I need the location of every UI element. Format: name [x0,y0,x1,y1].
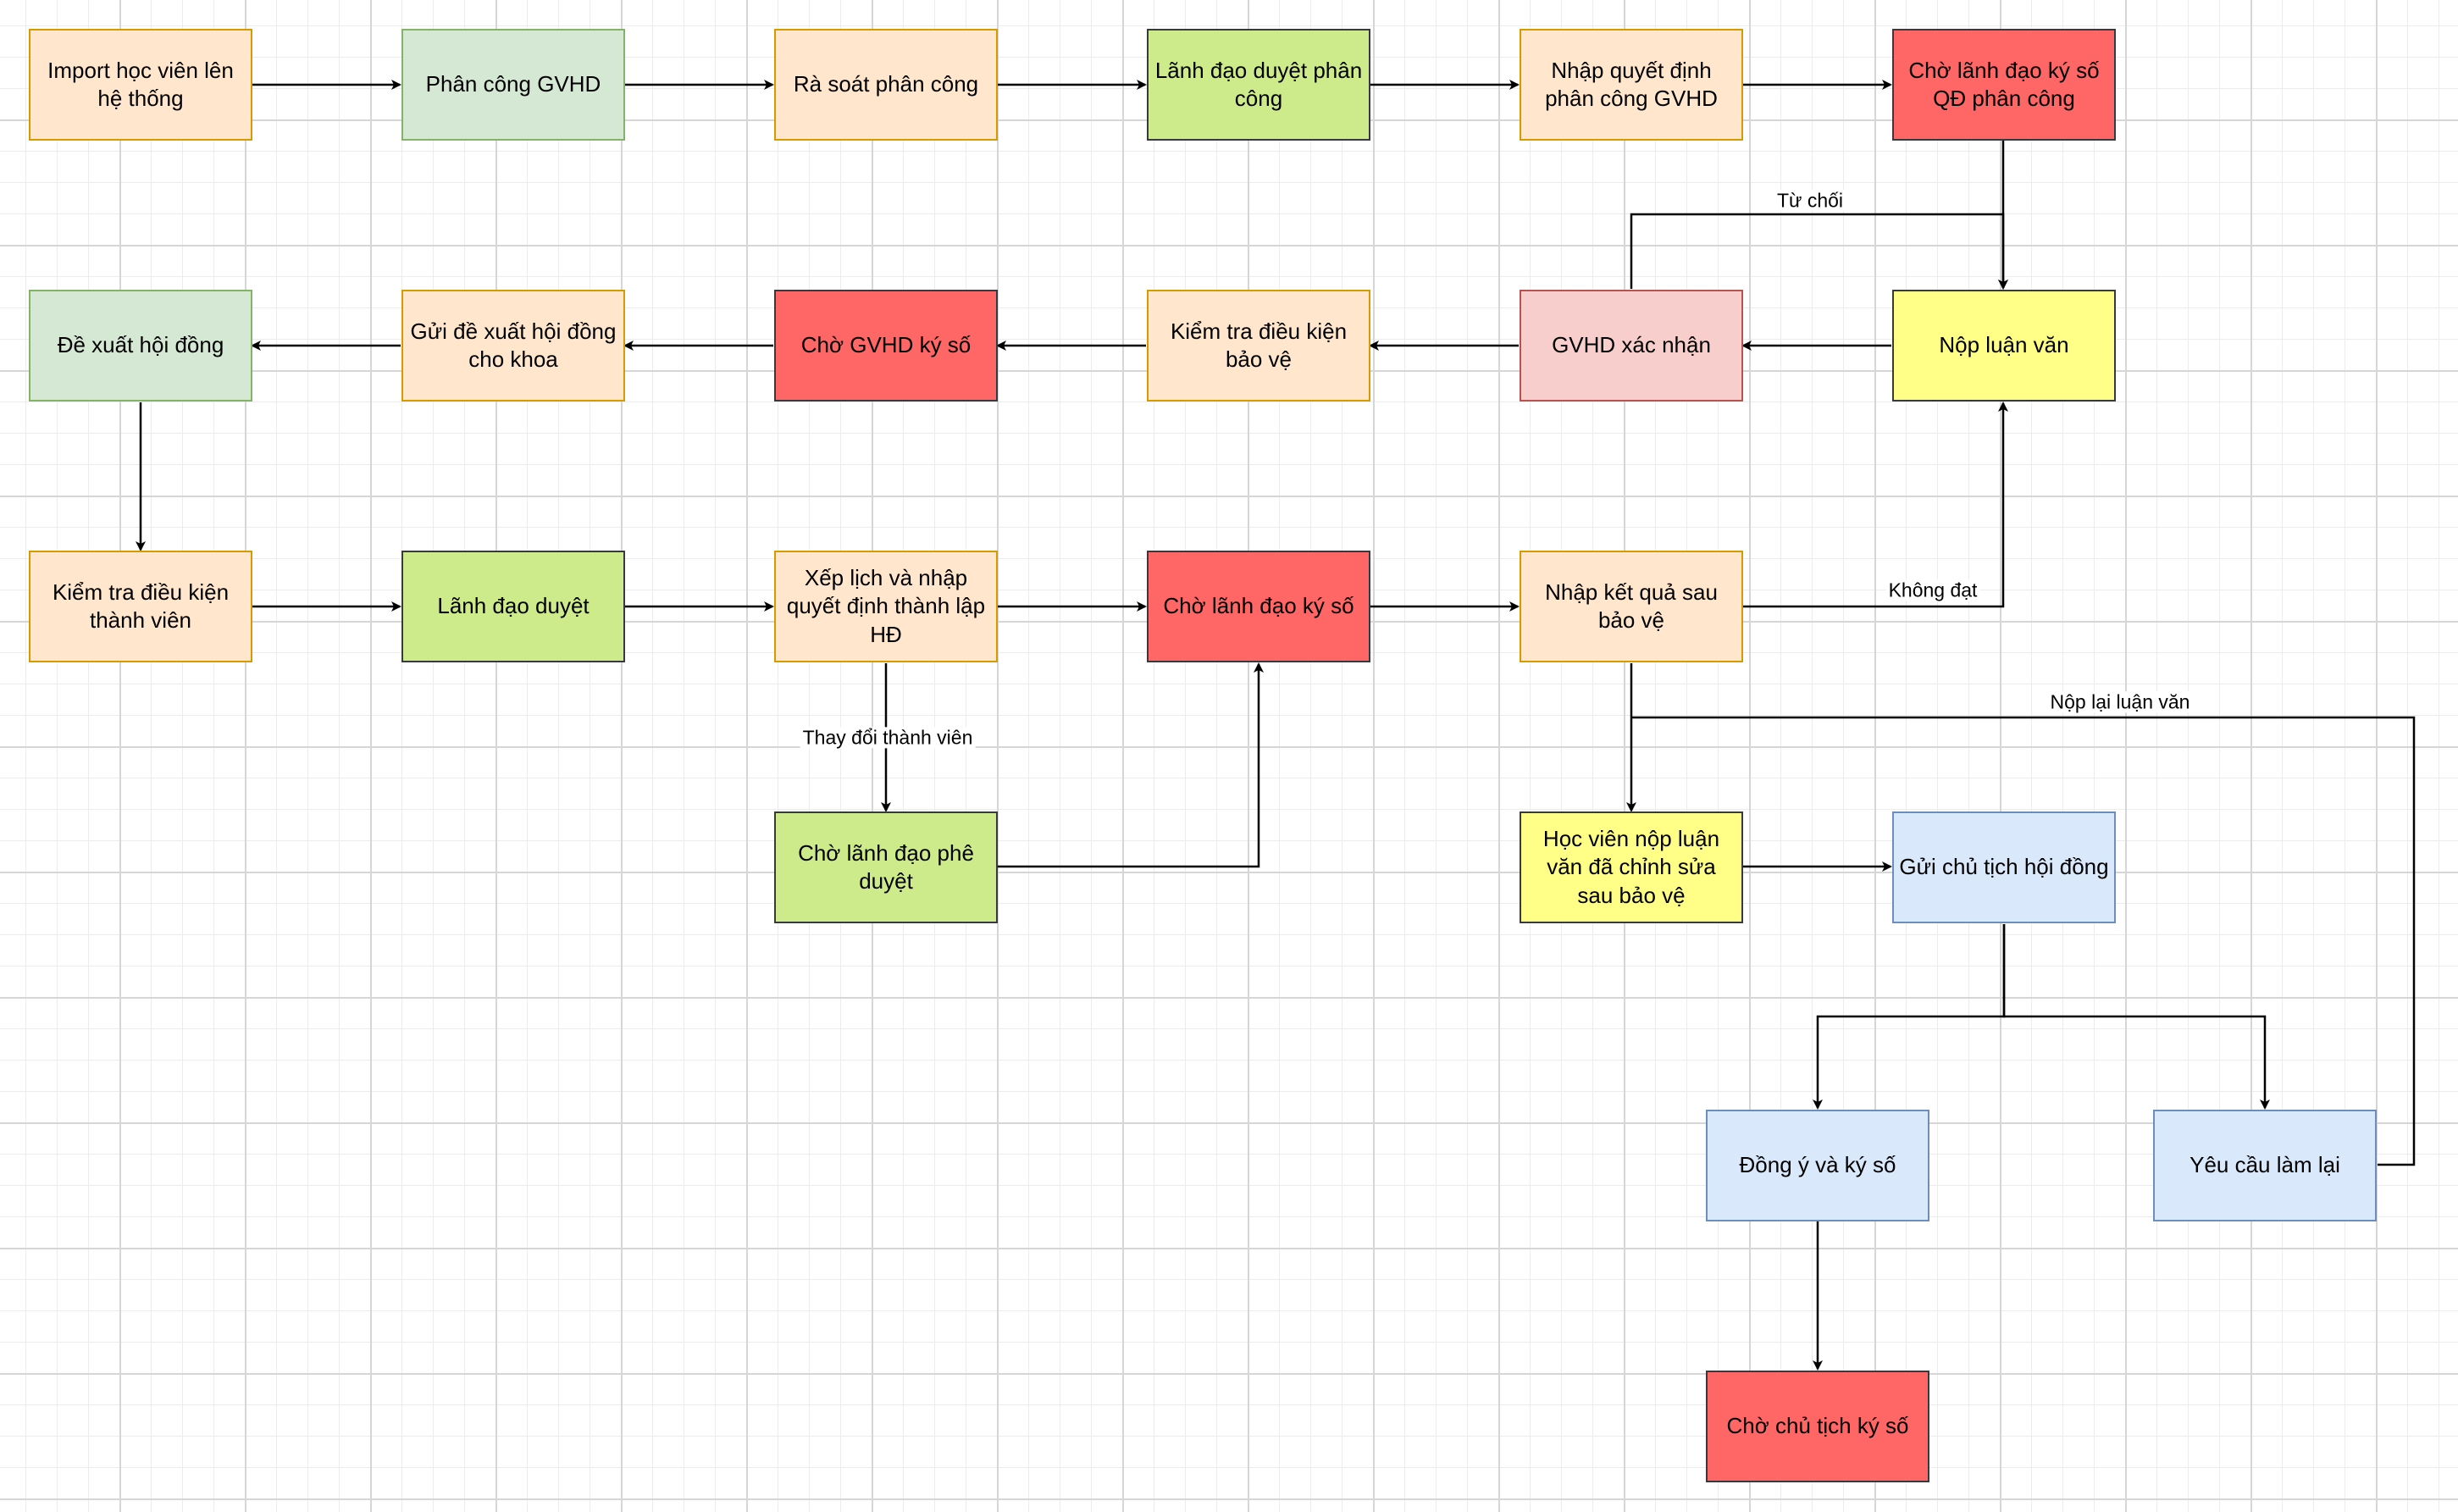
node-nop-luan-van[interactable]: Nộp luận văn [1892,290,2116,402]
node-lanh-dao-duyet-phan-cong[interactable]: Lãnh đạo duyệt phân công [1147,29,1370,141]
edge-label-thay-doi: Thay đổi thành viên [800,727,976,749]
node-dong-y-ky-so[interactable]: Đồng ý và ký số [1706,1110,1929,1221]
edge-label-nop-lai: Nộp lại luận văn [2047,691,2193,713]
edge-gui-ct-to-yeu-cau [2002,924,2270,1110]
node-hoc-vien-nop-sua[interactable]: Học viên nộp luận văn đã chỉnh sửa sau b… [1520,811,1743,923]
node-de-xuat-hoi-dong[interactable]: Đề xuất hội đồng [29,290,252,402]
node-cho-chu-tich-ky-so[interactable]: Chờ chủ tịch ký số [1706,1371,1929,1482]
edge-label-tu-choi: Từ chối [1774,190,1846,212]
node-lanh-dao-duyet[interactable]: Lãnh đạo duyệt [401,551,625,662]
node-kiem-tra-dieu-kien-bao-ve[interactable]: Kiểm tra điều kiện bảo vệ [1147,290,1370,402]
edge-cho-phe-duyet-to-cho-ld [998,662,1264,868]
node-nhap-ket-qua[interactable]: Nhập kết quả sau bảo vệ [1520,551,1743,662]
edge-gvhd-tu-choi [1630,213,2008,290]
node-nhap-quyet-dinh-phan-cong[interactable]: Nhập quyết định phân công GVHD [1520,29,1743,141]
node-gui-chu-tich[interactable]: Gửi chủ tịch hội đồng [1892,811,2116,923]
node-ra-soat-phan-cong[interactable]: Rà soát phân công [774,29,998,141]
node-cho-lanh-dao-ky-so[interactable]: Chờ lãnh đạo ký số [1147,551,1370,662]
node-yeu-cau-lam-lai[interactable]: Yêu cầu làm lại [2153,1110,2377,1221]
node-cho-gvhd-ky-so[interactable]: Chờ GVHD ký số [774,290,998,402]
node-gui-de-xuat-hoi-dong[interactable]: Gửi đề xuất hội đồng cho khoa [401,290,625,402]
node-kiem-tra-dieu-kien-thanh-vien[interactable]: Kiểm tra điều kiện thành viên [29,551,252,662]
edge-nhap-kq-khong-dat [1743,402,2008,608]
node-import-hoc-vien[interactable]: Import học viên lên hệ thống [29,29,252,141]
edge-yeu-cau-nop-lai [1631,716,2416,1166]
node-phan-cong-gvhd[interactable]: Phân công GVHD [401,29,625,141]
edge-label-khong-dat: Không đạt [1885,579,1980,601]
edge-gui-ct-to-dong-y [1813,924,2006,1110]
node-cho-ky-qd-phan-cong[interactable]: Chờ lãnh đạo ký số QĐ phân công [1892,29,2116,141]
node-xep-lich-quyet-dinh[interactable]: Xếp lịch và nhập quyết định thành lập HĐ [774,551,998,662]
node-cho-lanh-dao-phe-duyet[interactable]: Chờ lãnh đạo phê duyệt [774,811,998,923]
node-gvhd-xac-nhan[interactable]: GVHD xác nhận [1520,290,1743,402]
